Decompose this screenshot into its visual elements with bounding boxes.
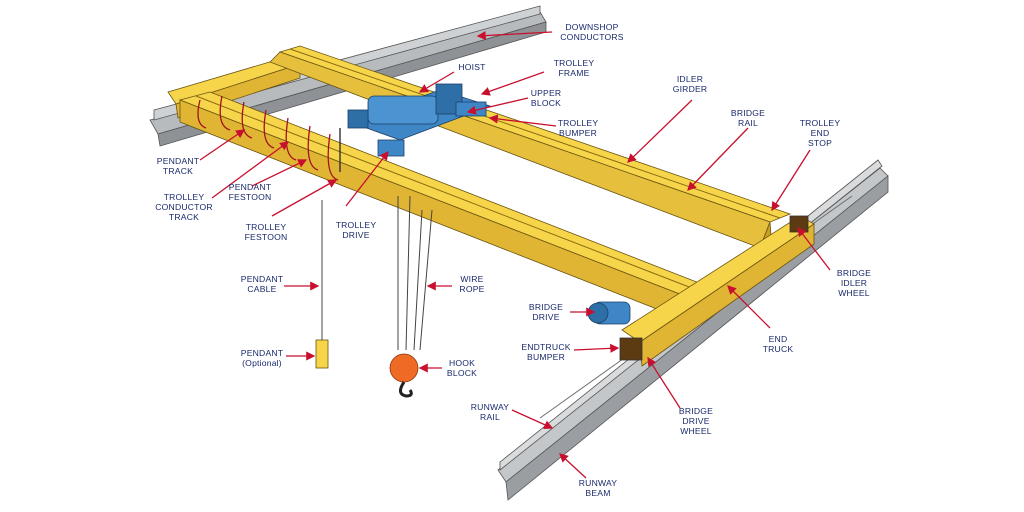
leader-trolley-drive xyxy=(345,150,389,207)
leader-trolley-conductor-track xyxy=(211,141,290,199)
leader-end-truck xyxy=(727,285,771,329)
leader-runway-beam xyxy=(559,453,587,479)
leader-trolley-frame xyxy=(480,71,545,96)
leader-hoist xyxy=(418,71,455,93)
leader-bridge-drive-wheel xyxy=(647,356,681,409)
leader-trolley-bumper xyxy=(488,114,557,127)
leader-trolley-festoon xyxy=(271,179,338,217)
label-pendant: PENDANT(Optional) xyxy=(241,348,284,368)
leader-upper-block xyxy=(466,97,529,115)
leader-pendant-track xyxy=(199,129,246,161)
leader-trolley-end-stop xyxy=(771,149,811,212)
main-girder xyxy=(178,91,714,323)
leader-bridge-idler-wheel xyxy=(797,226,831,271)
leader-runway-rail xyxy=(511,409,554,429)
festoon-loops xyxy=(197,95,339,181)
leader-pendant-festoon xyxy=(251,159,308,187)
hook-block xyxy=(389,353,419,398)
leader-bridge-rail xyxy=(687,127,749,191)
hoist-ropes xyxy=(397,195,433,351)
leader-endtruck-bumper xyxy=(573,343,620,353)
bridge-drive-motor xyxy=(587,301,631,325)
leader-idler-girder xyxy=(627,99,693,163)
label-hoist: HOIST xyxy=(458,62,486,72)
pendant-control xyxy=(315,339,329,369)
leader-downshop xyxy=(476,31,553,41)
leader-lines xyxy=(199,31,831,479)
